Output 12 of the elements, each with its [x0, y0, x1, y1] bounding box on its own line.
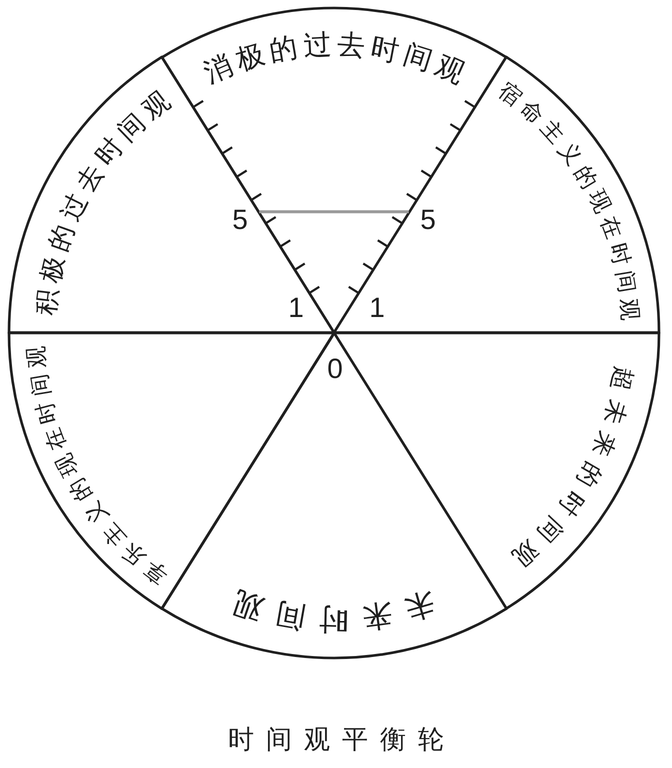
sector-label: 未来时间观 — [217, 580, 439, 636]
scale-number: 1 — [369, 294, 385, 322]
scale-number: 5 — [420, 206, 436, 234]
sector-label: 积极的过去时间观 — [31, 82, 181, 318]
sector-label: 宿命主义的现在时间观 — [493, 78, 642, 328]
sector-label: 享乐主义的现在时间观 — [24, 340, 173, 588]
scale-number: 1 — [288, 294, 304, 322]
sector-label: 超未来的时间观 — [500, 364, 638, 578]
scale-number: 0 — [327, 355, 343, 383]
scale-number: 5 — [232, 206, 248, 234]
caption: 时间观平衡轮 — [227, 725, 456, 757]
sector-label: 消极的过去时间观 — [198, 28, 474, 92]
